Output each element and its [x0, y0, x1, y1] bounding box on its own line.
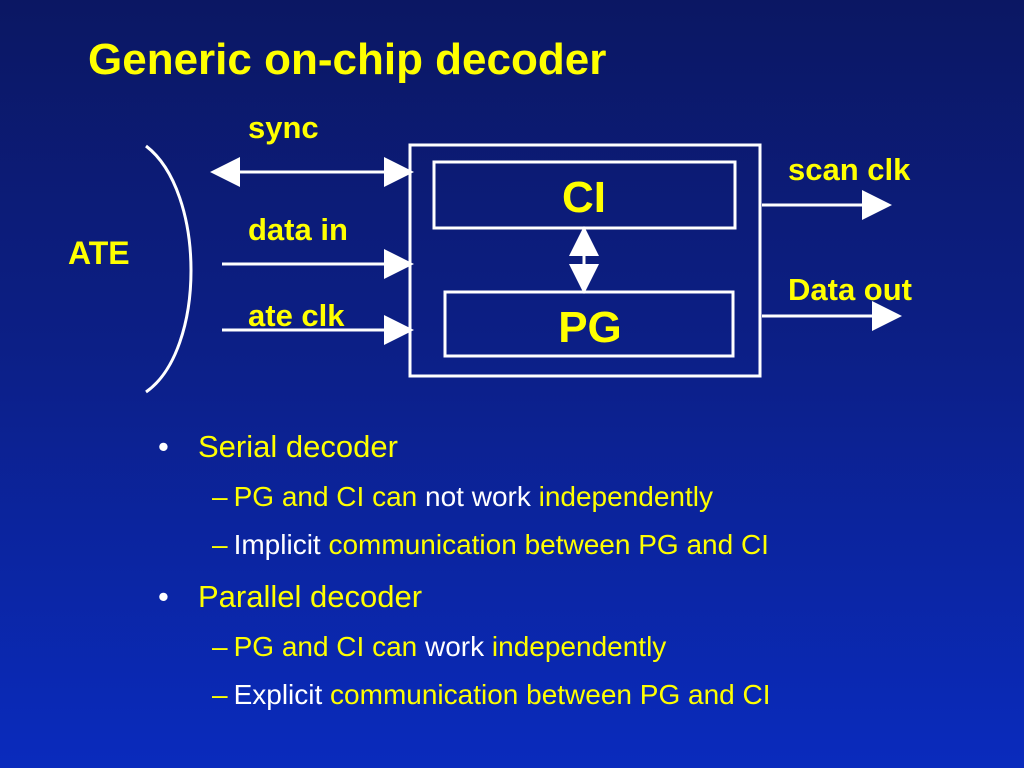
sub-bullet-item: –PG and CI can work independently	[158, 630, 998, 664]
ate-clk-label: ate clk	[248, 298, 345, 333]
sub-bullet-text: communication between PG and CI	[328, 529, 769, 560]
sub-bullet-text: communication between PG and CI	[330, 679, 771, 710]
sub-bullet-text: PG and CI can	[233, 481, 426, 512]
bullet-text: Parallel decoder	[198, 579, 423, 614]
sub-bullet-dash: –	[212, 481, 228, 512]
bullet-marker: •	[158, 429, 169, 464]
pg-block	[443, 290, 735, 358]
slide-title: Generic on-chip decoder	[88, 35, 607, 84]
scan-clk-label: scan clk	[788, 152, 911, 187]
ate-bracket	[145, 144, 193, 394]
sub-bullet-item: –Explicit communication between PG and C…	[158, 678, 998, 712]
sub-bullet-text: work	[425, 631, 485, 662]
decoder-diagram: ATE sync data in ate clk CI PG scan clk …	[68, 110, 912, 394]
sub-bullet-text: PG and CI can	[233, 631, 426, 662]
sub-bullet-item: –Implicit communication between PG and C…	[158, 528, 998, 562]
pg-label: PG	[558, 303, 622, 352]
sub-bullet-dash: –	[212, 631, 228, 662]
sub-bullet-text: not work	[425, 481, 531, 512]
sub-bullet-text: Explicit	[233, 679, 331, 710]
sub-bullet-text: independently	[484, 631, 667, 662]
sub-bullet-dash: –	[212, 679, 228, 710]
bullet-text: Serial decoder	[198, 429, 398, 464]
data-in-label: data in	[248, 212, 348, 247]
sub-bullet-item: –PG and CI can not work independently	[158, 480, 998, 514]
ci-label: CI	[562, 173, 606, 222]
sub-bullet-text: independently	[530, 481, 713, 512]
sync-label: sync	[248, 110, 319, 145]
data-out-label: Data out	[788, 272, 912, 307]
bullet-item: • Parallel decoder	[158, 578, 998, 616]
sub-bullet-dash: –	[212, 529, 228, 560]
ate-label: ATE	[68, 235, 130, 271]
decoder-outer-box	[408, 143, 762, 378]
bullet-item: • Serial decoder	[158, 428, 998, 466]
bullet-list: •Serial decoder–PG and CI can not work i…	[158, 428, 998, 712]
bullet-marker: •	[158, 579, 169, 614]
sub-bullet-text: Implicit	[233, 529, 329, 560]
